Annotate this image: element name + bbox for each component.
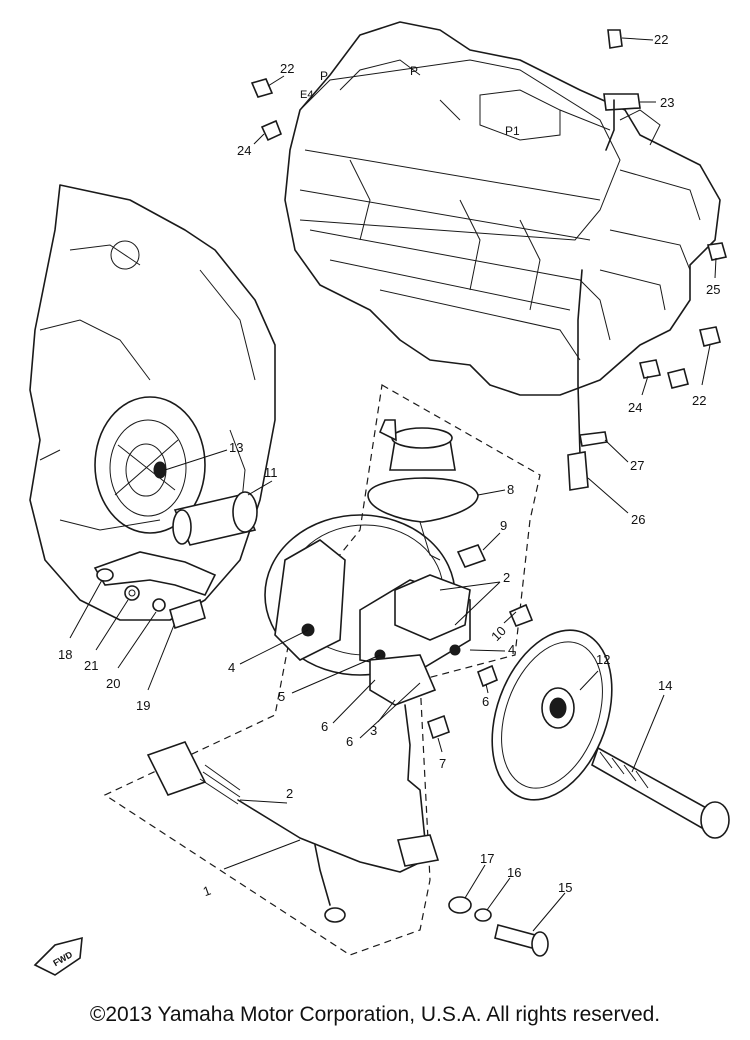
callout-8: 8 [507, 482, 514, 497]
callout-26: 26 [631, 512, 645, 527]
callout-16: 16 [507, 865, 521, 880]
callout-11: 11 [264, 465, 278, 480]
copyright-notice: ©2013 Yamaha Motor Corporation, U.S.A. A… [89, 1003, 661, 1026]
svg-text:P: P [410, 64, 418, 78]
fwd-arrow-icon: FWD [33, 936, 83, 976]
callout-9: 9 [500, 518, 507, 533]
callout-22: 22 [654, 32, 668, 47]
advancer-rotor [153, 461, 258, 546]
assembly-outline [103, 384, 541, 956]
callout-23: 23 [660, 95, 674, 110]
callout-6: 6 [346, 734, 353, 749]
callout-25: 25 [706, 282, 720, 297]
crankcase [29, 184, 276, 621]
callout-10: 10 [488, 623, 509, 644]
callout-21: 21 [84, 658, 98, 673]
parts-diagram: P P P1 E4 [29, 21, 730, 976]
rotor-disc [491, 629, 613, 801]
callout-7: 7 [439, 756, 446, 771]
callout-13: 13 [229, 440, 243, 455]
callout-3: 3 [370, 723, 377, 738]
callouts: 1 2 2 3 4 4 5 6 6 6 7 8 9 10 11 12 13 [58, 32, 720, 932]
callout-5: 5 [278, 689, 285, 704]
callout-2: 2 [286, 786, 293, 801]
callout-1: 1 [201, 883, 213, 900]
callout-19: 19 [136, 698, 150, 713]
engine-block: P P P1 E4 [284, 21, 721, 396]
wire-harness [146, 741, 440, 923]
callout-4: 4 [508, 642, 515, 657]
callout-14: 14 [658, 678, 672, 693]
callout-2: 2 [503, 570, 510, 585]
long-bolt [591, 746, 730, 839]
callout-15: 15 [558, 880, 572, 895]
callout-17: 17 [480, 851, 494, 866]
callout-4: 4 [228, 660, 235, 675]
bolts [427, 544, 534, 740]
callout-24: 24 [628, 400, 642, 415]
callout-22: 22 [692, 393, 706, 408]
svg-text:P1: P1 [505, 124, 520, 138]
callout-12: 12 [596, 652, 610, 667]
bottom-hardware [448, 896, 549, 957]
stator-assembly [264, 514, 471, 861]
callout-20: 20 [106, 676, 120, 691]
callout-6: 6 [321, 719, 328, 734]
callout-6: 6 [482, 694, 489, 709]
mounting-bracket [93, 551, 217, 630]
callout-22: 22 [280, 61, 294, 76]
vacuum-advance-unit [367, 419, 479, 561]
callout-27: 27 [630, 458, 644, 473]
svg-text:E4: E4 [300, 89, 313, 101]
clamps [250, 29, 728, 491]
callout-18: 18 [58, 647, 72, 662]
callout-24: 24 [237, 143, 251, 158]
svg-text:P: P [320, 69, 328, 83]
